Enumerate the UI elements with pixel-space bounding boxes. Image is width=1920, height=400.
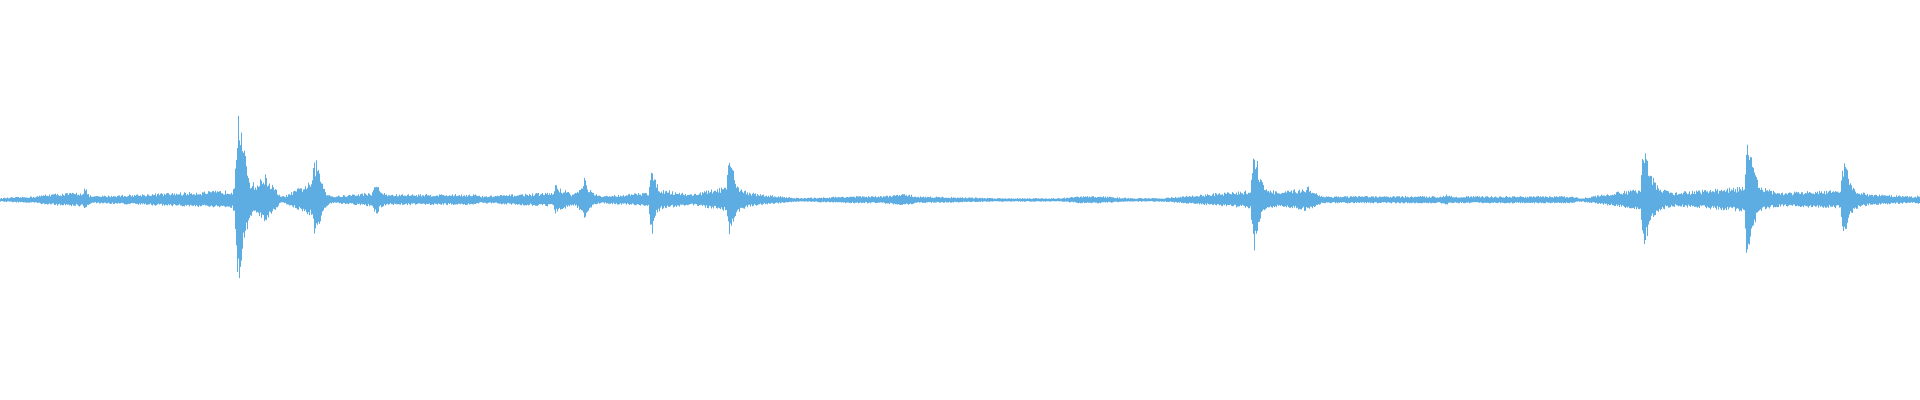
waveform-samples xyxy=(0,115,1920,279)
